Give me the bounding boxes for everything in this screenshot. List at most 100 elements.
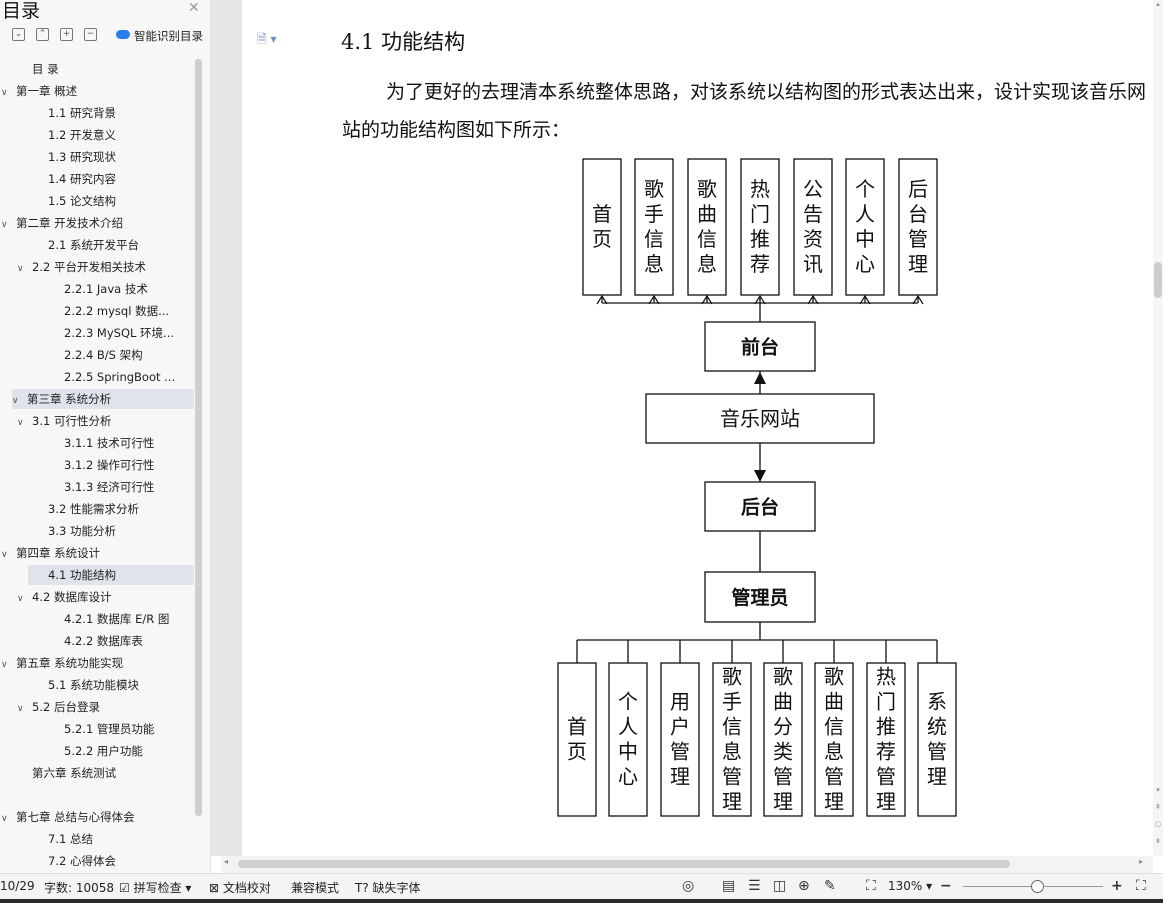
toc-item[interactable]: 2.1 系统开发平台 — [48, 235, 194, 255]
eye-protection-icon[interactable]: ◎ — [682, 878, 695, 894]
toc-item[interactable]: ∨第二章 开发技术介绍 — [1, 213, 194, 233]
fullscreen-icon[interactable]: ⛶ — [1136, 878, 1146, 894]
smart-toc-button[interactable]: 智能识别目录 — [116, 28, 203, 44]
toc-item-label: 5.1 系统功能模块 — [48, 678, 139, 692]
remove-icon[interactable]: − — [84, 28, 97, 41]
close-icon[interactable]: ✕ — [188, 0, 200, 16]
bottom-module-box — [608, 662, 648, 817]
toc-item[interactable]: 1.3 研究现状 — [48, 147, 194, 167]
zoom-level[interactable]: 130% ▾ — [888, 879, 933, 893]
toc-item[interactable]: 4.2.1 数据库 E/R 图 — [64, 609, 194, 629]
collapse-all-icon[interactable]: ⌄ — [12, 28, 25, 41]
toc-item[interactable]: 3.2 性能需求分析 — [48, 499, 194, 519]
toc-item[interactable]: 5.2.1 管理员功能 — [64, 719, 194, 739]
toc-item[interactable]: 3.3 功能分析 — [48, 521, 194, 541]
chevron-down-icon[interactable]: ∨ — [1, 550, 8, 560]
scroll-down-icon[interactable]: ▾ — [1156, 786, 1160, 794]
toc-item[interactable]: ∨第七章 总结与心得体会 — [1, 807, 194, 827]
toc-item[interactable]: 第六章 系统测试 — [32, 763, 194, 783]
zoom-out-icon[interactable]: − — [940, 878, 952, 894]
prev-page-icon[interactable]: ⇞ — [1155, 803, 1161, 811]
top-module-box — [793, 158, 833, 296]
page-nav-icon[interactable]: 🗎 ▾ — [257, 32, 277, 46]
toc-item[interactable]: 5.2.2 用户功能 — [64, 741, 194, 761]
toc-item[interactable]: 1.5 论文结构 — [48, 191, 194, 211]
toc-scrollbar[interactable] — [195, 59, 202, 816]
toc-item[interactable] — [16, 785, 194, 805]
toc-item[interactable]: 1.1 研究背景 — [48, 103, 194, 123]
write-mode-icon[interactable]: ✎ — [824, 878, 836, 894]
toc-item-label: 3.1.3 经济可行性 — [64, 480, 155, 494]
toc-item[interactable]: 2.2.2 mysql 数据... — [64, 301, 194, 321]
chevron-down-icon[interactable]: ∨ — [17, 594, 24, 604]
toc-item[interactable]: 1.4 研究内容 — [48, 169, 194, 189]
toc-item[interactable]: 4.2.2 数据库表 — [64, 631, 194, 651]
vertical-scroll-thumb[interactable] — [1154, 262, 1162, 298]
toc-item[interactable]: 2.2.4 B/S 架构 — [64, 345, 194, 365]
toc-item-label: 第三章 系统分析 — [27, 392, 112, 406]
toc-item[interactable]: ∨ 第三章 系统分析 — [12, 389, 194, 409]
word-count[interactable]: 字数: 10058 — [44, 881, 115, 895]
toc-item[interactable]: ∨2.2 平台开发相关技术 — [17, 257, 194, 277]
toc-item[interactable]: 3.1.3 经济可行性 — [64, 477, 194, 497]
add-icon[interactable]: + — [60, 28, 73, 41]
toc-item[interactable]: 2.2.3 MySQL 环境... — [64, 323, 194, 343]
toc-item[interactable]: 4.1 功能结构 — [28, 565, 194, 585]
web-view-icon[interactable]: ⊕ — [798, 878, 810, 894]
backend-node-label: 后台 — [741, 495, 779, 518]
chevron-down-icon[interactable]: ∨ — [1, 220, 8, 230]
zoom-in-icon[interactable]: + — [1111, 878, 1123, 894]
arrow-up-icon — [648, 294, 660, 305]
arrow-up-icon — [912, 294, 924, 305]
toc-item[interactable]: 2.2.1 Java 技术 — [64, 279, 194, 299]
admin-node-box — [704, 571, 816, 623]
select-browse-icon[interactable]: ○ — [1154, 820, 1162, 828]
toc-item[interactable]: 1.2 开发意义 — [48, 125, 194, 145]
top-module-label: 歌曲信息 — [697, 177, 717, 276]
top-module-label: 热门推荐 — [750, 177, 770, 276]
zoom-slider-handle[interactable] — [1031, 880, 1044, 893]
toc-item[interactable]: 7.2 心得体会 — [48, 851, 194, 871]
next-page-icon[interactable]: ⇟ — [1155, 837, 1161, 845]
toc-item[interactable]: 2.2.5 SpringBoot ... — [64, 367, 194, 387]
chevron-down-icon[interactable]: ∨ — [1, 660, 8, 670]
page-view-icon[interactable]: ▤ — [722, 878, 736, 894]
toc-item[interactable]: 5.1 系统功能模块 — [48, 675, 194, 695]
expand-level-icon[interactable]: ⌃ — [36, 28, 49, 41]
toc-item-label: 2.2.4 B/S 架构 — [64, 348, 143, 362]
toc-item[interactable]: ∨3.1 可行性分析 — [17, 411, 194, 431]
fit-page-icon[interactable]: ⛶ — [866, 878, 876, 894]
toc-item[interactable]: 3.1.2 操作可行性 — [64, 455, 194, 475]
toc-item[interactable]: 目 录 — [32, 59, 194, 79]
chevron-down-icon[interactable]: ∨ — [17, 264, 24, 274]
horizontal-scrollbar[interactable]: ◂ ▸ — [221, 856, 1153, 873]
page-indicator[interactable]: 10/29 — [0, 879, 35, 893]
chevron-down-icon[interactable]: ∨ — [17, 418, 24, 428]
scroll-left-icon[interactable]: ◂ — [224, 857, 229, 866]
toc-item[interactable]: 3.1.1 技术可行性 — [64, 433, 194, 453]
doc-proof-button[interactable]: ⊠ 文档校对 — [209, 881, 271, 895]
toc-item[interactable]: ∨第四章 系统设计 — [1, 543, 194, 563]
scroll-up-icon[interactable]: ▴ — [1156, 0, 1160, 8]
missing-fonts-button[interactable]: T? 缺失字体 — [355, 881, 421, 895]
toc-item-label: 5.2 后台登录 — [32, 700, 100, 714]
toc-item[interactable]: ∨4.2 数据库设计 — [17, 587, 194, 607]
toc-item[interactable]: ∨第一章 概述 — [1, 81, 194, 101]
top-module-box — [740, 158, 780, 296]
toc-item[interactable]: 7.1 总结 — [48, 829, 194, 849]
reading-view-icon[interactable]: ◫ — [773, 878, 787, 894]
function-structure-diagram: 首页歌手信息歌曲信息热门推荐公告资讯个人中心后台管理前台音乐网站后台管理员首页个… — [557, 158, 957, 817]
scroll-right-icon[interactable]: ▸ — [1139, 857, 1144, 866]
vertical-scrollbar[interactable]: ▴ ▾ ⇞ ○ ⇟ — [1153, 0, 1163, 856]
chevron-down-icon[interactable]: ∨ — [1, 88, 8, 98]
horizontal-scroll-thumb[interactable] — [238, 860, 1010, 868]
chevron-down-icon[interactable]: ∨ — [17, 704, 24, 714]
outline-view-icon[interactable]: ☰ — [748, 878, 761, 894]
spell-check-button[interactable]: ☑ 拼写检查 ▾ — [119, 881, 192, 895]
top-module-box — [687, 158, 727, 296]
chevron-down-icon[interactable]: ∨ — [1, 814, 8, 824]
chevron-down-icon[interactable]: ∨ — [12, 396, 19, 406]
arrow-up-icon — [859, 294, 871, 305]
toc-item[interactable]: ∨ 5.2 后台登录 — [17, 697, 194, 717]
toc-item[interactable]: ∨第五章 系统功能实现 — [1, 653, 194, 673]
